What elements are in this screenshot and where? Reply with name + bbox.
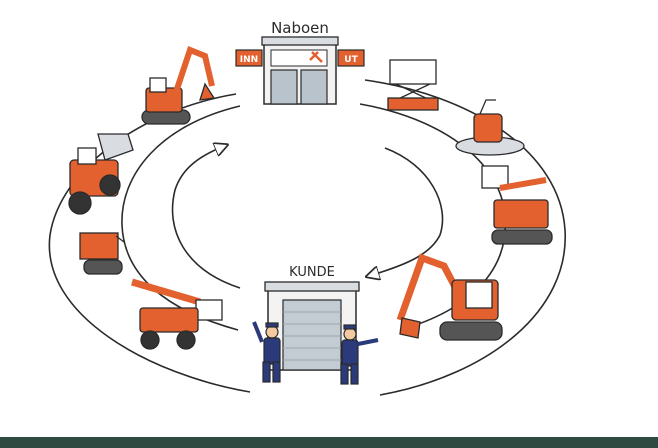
wheel-loader-icon — [68, 133, 134, 215]
in-sign: INN — [235, 49, 263, 67]
plate-compactor-icon — [455, 99, 525, 156]
boom-lift-icon — [131, 278, 223, 350]
out-sign-label: UT — [344, 55, 358, 65]
worker-icon — [252, 321, 281, 383]
footer-bar — [0, 437, 658, 448]
mini-excavator-icon — [396, 253, 503, 341]
customer-building — [264, 281, 360, 371]
depot-label: Naboen — [271, 19, 329, 37]
scissor-lift-icon — [387, 59, 439, 111]
inner-arrows — [171, 147, 444, 289]
in-sign-label: INN — [240, 55, 258, 65]
tracked-dumper-icon — [79, 232, 125, 275]
crawler-excavator-icon — [141, 46, 216, 125]
worker-icon — [340, 324, 379, 385]
customer-label: KUNDE — [289, 265, 335, 280]
out-sign: UT — [337, 49, 365, 67]
arrow-right-icon — [372, 147, 444, 275]
tracked-boom-lift-icon — [481, 165, 553, 245]
depot-building — [261, 36, 339, 105]
arrow-left-icon — [171, 147, 241, 289]
